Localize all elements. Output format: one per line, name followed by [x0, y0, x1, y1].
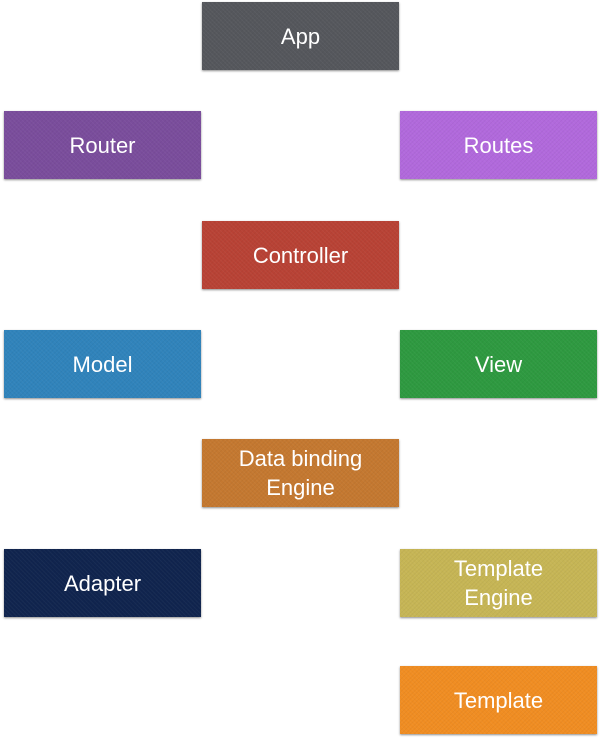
view-label: View — [474, 351, 523, 377]
routes-label: Routes — [463, 132, 534, 158]
router-label: Router — [69, 132, 136, 158]
model-box: Model — [4, 330, 201, 398]
template-label: Template — [453, 687, 544, 713]
template-box: Template — [400, 666, 597, 734]
router-box: Router — [4, 111, 201, 179]
adapter-box: Adapter — [4, 549, 201, 617]
controller-box: Controller — [202, 221, 399, 289]
app-label: App — [280, 23, 321, 49]
app-box: App — [202, 2, 399, 70]
routes-box: Routes — [400, 111, 597, 179]
model-label: Model — [72, 351, 133, 377]
view-box: View — [400, 330, 597, 398]
controller-label: Controller — [252, 242, 349, 268]
adapter-label: Adapter — [63, 570, 142, 596]
